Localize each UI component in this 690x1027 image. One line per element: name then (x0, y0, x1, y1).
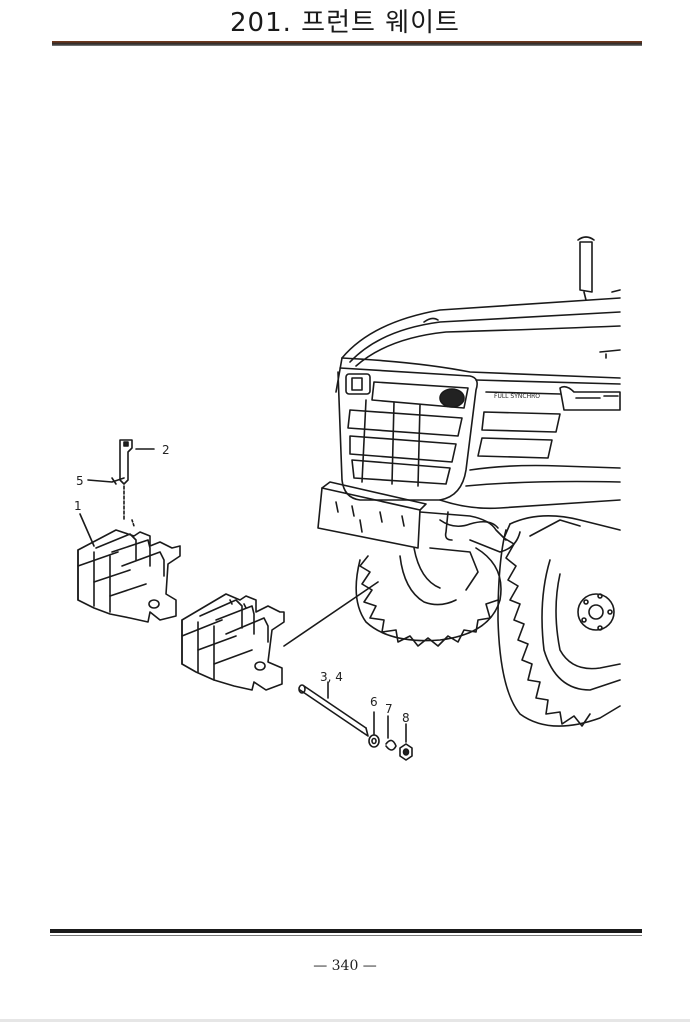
callout-5: 5 (76, 474, 84, 488)
part-1-weight-stack (77, 519, 181, 623)
callout-2: 2 (162, 443, 170, 457)
callout-3-4: 3, 4 (320, 670, 343, 684)
part-2-lift-bolt (119, 439, 155, 485)
svg-text:FULL SYNCHRO: FULL SYNCHRO (494, 393, 540, 400)
scan-edge (0, 1019, 690, 1022)
leader-line (283, 581, 379, 647)
footer-rule-thin (50, 935, 642, 936)
tractor-illustration: FULL SYNCHRO (317, 236, 621, 727)
header-rule (52, 41, 642, 46)
part-6-washer (368, 711, 380, 748)
callout-7: 7 (385, 702, 393, 716)
callout-6: 6 (370, 695, 378, 709)
page-number: — 340 — (313, 958, 377, 974)
page-title: 201. 프런트 웨이트 (230, 8, 460, 38)
part-7-spring-washer (385, 715, 397, 751)
callout-1: 1 (74, 499, 82, 513)
part-5-pin (87, 477, 125, 521)
weight-stack-mounted (181, 593, 285, 691)
footer-rule (50, 929, 642, 933)
part-8-nut (399, 723, 413, 761)
part-3-4-bolt (298, 681, 369, 737)
callout-8: 8 (402, 711, 410, 725)
